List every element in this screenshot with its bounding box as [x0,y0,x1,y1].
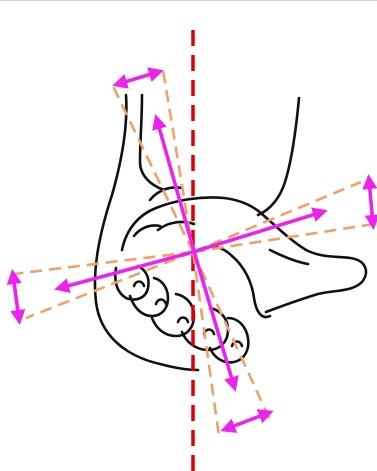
nail-three [178,318,188,323]
nail-one [134,282,144,287]
axis-arrow-icon [193,212,322,252]
thumb-crease [270,250,308,264]
axis-arrow-icon [196,258,234,386]
double-arrow-icon [369,180,373,224]
wrist-inner-contour [140,95,164,190]
range-line-right-b [193,224,374,252]
double-arrow-icon [118,72,158,84]
nail-two [156,300,166,305]
double-arrow-icon [13,275,19,319]
index-crease [134,225,160,236]
range-line-right-a [193,182,361,252]
arrows [13,72,373,429]
hand-right-contour [258,98,299,215]
double-arrow-icon [226,413,268,429]
axis-arrow-icon [60,252,193,288]
palm-thumb-joint [232,256,270,317]
